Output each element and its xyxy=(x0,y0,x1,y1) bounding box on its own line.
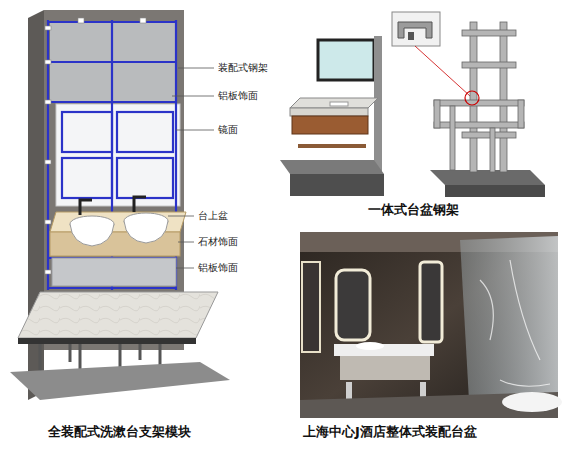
part-label: 镜面 xyxy=(218,124,238,136)
hotel-photo xyxy=(300,232,562,418)
figure-caption: 一体式台盆钢架 xyxy=(368,202,459,218)
part-label: 铝板饰面 xyxy=(218,90,258,102)
base-slab xyxy=(10,362,230,400)
part-label: 石材饰面 xyxy=(198,236,238,248)
part-label: 台上盆 xyxy=(198,210,228,222)
integrated-frame-figure xyxy=(280,12,545,197)
mirror xyxy=(318,40,374,80)
part-label: 装配式钢架 xyxy=(218,62,268,74)
figure-caption: 上海中心J酒店整体式装配台盆 xyxy=(303,424,477,440)
figure-caption: 全装配式洗漱台支架模块 xyxy=(48,424,191,440)
mirror xyxy=(56,104,180,206)
lower-aluminium-panel xyxy=(52,258,176,286)
part-label: 铝板饰面 xyxy=(198,262,238,274)
wood-drawer xyxy=(292,116,368,134)
basins xyxy=(70,197,168,246)
floor-slab xyxy=(18,292,218,338)
washstand-module xyxy=(10,10,230,400)
